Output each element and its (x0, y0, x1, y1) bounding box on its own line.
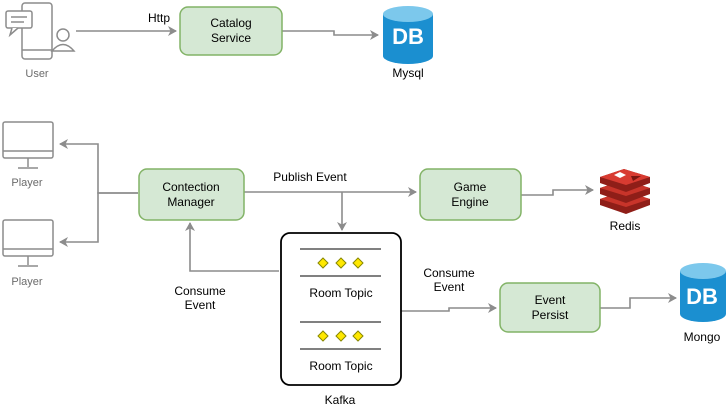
kafka-label: Kafka (325, 393, 356, 407)
mysql-db-icon: DB (383, 6, 433, 64)
event-persist-label-1: Event (535, 293, 566, 307)
edges (59, 26, 677, 313)
edge-event-persist-to-mongo (600, 293, 677, 309)
edge-label-publish-event: Publish Event (273, 170, 347, 184)
room-topic-1-label: Room Topic (309, 286, 372, 300)
redis-icon (600, 169, 650, 214)
edge-label-consume-event-left-1: Consume (174, 284, 226, 298)
catalog-service-label-2: Service (211, 31, 251, 45)
edge-label-http: Http (148, 11, 170, 25)
edge-label-consume-event-right-2: Event (434, 280, 465, 294)
user-label: User (25, 68, 49, 80)
mongo-db-text: DB (686, 284, 718, 309)
mysql-db-text: DB (392, 24, 424, 49)
connection-manager-label-2: Manager (167, 195, 214, 209)
mongo-label: Mongo (684, 330, 721, 344)
edge-game-engine-to-redis (521, 185, 594, 196)
edge-manager-to-player1 (59, 139, 138, 194)
game-engine-label-1: Game (454, 180, 487, 194)
catalog-service-node[interactable]: Catalog Service (179, 6, 283, 56)
player1-label: Player (11, 177, 43, 189)
mysql-label: Mysql (392, 66, 423, 80)
event-persist-node[interactable]: Event Persist (499, 282, 601, 333)
room-topic-2-label: Room Topic (309, 359, 372, 373)
edge-kafka-to-event-persist (401, 303, 497, 313)
mongo-db-icon: DB (680, 263, 726, 322)
topic1-partitions-icon (317, 257, 364, 269)
game-engine-node[interactable]: Game Engine (419, 168, 522, 221)
kafka-container[interactable] (280, 232, 402, 386)
player1-monitor-icon (2, 121, 54, 169)
event-persist-label-2: Persist (532, 308, 569, 322)
game-engine-label-2: Engine (451, 195, 489, 209)
user-icon (5, 2, 76, 60)
player2-label: Player (11, 276, 43, 288)
connection-manager-label-1: Contection (162, 180, 219, 194)
redis-label: Redis (610, 219, 641, 233)
edge-catalog-to-mysql (282, 30, 379, 40)
catalog-service-label-1: Catalog (210, 16, 251, 30)
edge-label-consume-event-left-2: Event (185, 298, 216, 312)
topic2-partitions-icon (317, 330, 364, 342)
edge-manager-to-player2 (59, 192, 138, 247)
connection-manager-node[interactable]: Contection Manager (138, 168, 245, 221)
edge-label-consume-event-right-1: Consume (423, 266, 475, 280)
edge-kafka-to-manager (185, 222, 279, 272)
player2-monitor-icon (2, 219, 54, 267)
